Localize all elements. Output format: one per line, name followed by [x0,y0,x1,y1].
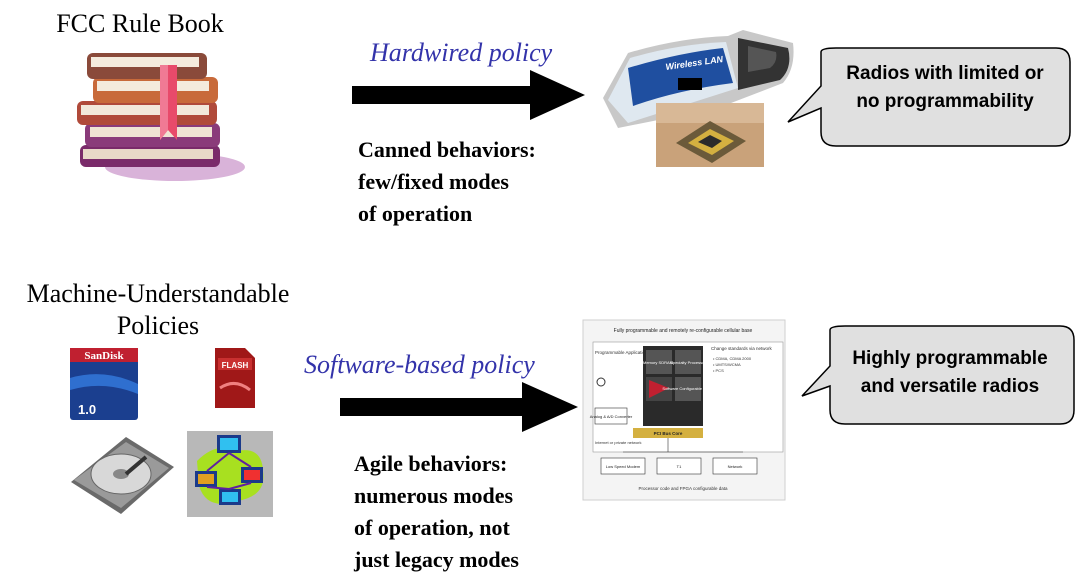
machine-understandable-title: Machine-Understandable Policies [0,278,316,342]
compactflash-card-image: SanDisk 1.0 [70,348,138,420]
svg-text:SanDisk: SanDisk [84,350,124,362]
svg-text:Software Configurable Radio: Software Configurable Radio [662,386,714,391]
canned-behaviors-text: Canned behaviors: few/fixed modes of ope… [358,134,536,230]
mu-title-line-1: Machine-Understandable [26,279,290,308]
svg-text:• UMTS/WCMA: • UMTS/WCMA [713,362,741,367]
chip-image [656,103,764,167]
svg-text:Internet or private network: Internet or private network [595,440,641,445]
agile-line-4: just legacy modes [354,547,519,572]
callout-top-line-2: no programmability [856,91,1034,112]
behaviors-line-1: Canned behaviors: [358,137,536,162]
network-computers-image [187,431,273,517]
configurable-base-diagram: Fully programmable and remotely re-confi… [582,319,786,501]
svg-text:Fully programmable and remotel: Fully programmable and remotely re-confi… [614,328,753,334]
software-policy-label: Software-based policy [304,350,535,379]
svg-text:Low Speed Modem: Low Speed Modem [606,464,641,469]
arrow-right-icon [340,382,578,432]
wireless-lan-card-image: Wireless LAN [603,30,794,128]
agile-line-3: of operation, not [354,515,510,540]
svg-text:Specialty Processor: Specialty Processor [670,360,706,365]
mu-title-line-2: Policies [116,311,200,340]
fcc-rule-book-title: FCC Rule Book [56,9,224,38]
svg-text:Analog & A/D Converter: Analog & A/D Converter [590,414,633,419]
agile-line-1: Agile behaviors: [354,451,508,476]
callout-top-line-1: Radios with limited or [846,63,1044,84]
svg-text:Processor code and FPGA config: Processor code and FPGA configurable dat… [638,486,728,491]
callout-text-top: Radios with limited or no programmabilit… [830,60,1060,116]
svg-text:1.0: 1.0 [78,402,96,417]
svg-text:PCI Bus Core: PCI Bus Core [654,431,683,436]
arrow-right-icon [352,70,585,120]
behaviors-line-3: of operation [358,201,473,226]
hardwired-policy-label: Hardwired policy [370,38,553,67]
callout-bottom-line-1: Highly programmable [852,348,1048,369]
agile-line-2: numerous modes [354,483,514,508]
callout-text-bottom: Highly programmable and versatile radios [830,345,1070,401]
svg-text:• PCS: • PCS [713,368,724,373]
callout-bottom-line-2: and versatile radios [860,376,1040,397]
books-icon [77,53,245,181]
behaviors-line-2: few/fixed modes [358,169,509,194]
svg-text:• CDMA, CDMA 2000: • CDMA, CDMA 2000 [713,356,752,361]
callout-bubble-bottom [801,325,1075,425]
hard-disk-image [71,437,174,514]
sd-flash-card-image: FLASH [215,348,255,408]
agile-behaviors-text: Agile behaviors: numerous modes of opera… [354,448,519,576]
callout-bubble-top [787,47,1071,147]
svg-text:FLASH: FLASH [222,361,249,370]
svg-text:T1: T1 [677,464,682,469]
svg-text:Change standards via network: Change standards via network [711,346,773,351]
svg-text:Memory SDRAM: Memory SDRAM [643,360,673,365]
svg-text:Network: Network [728,464,743,469]
